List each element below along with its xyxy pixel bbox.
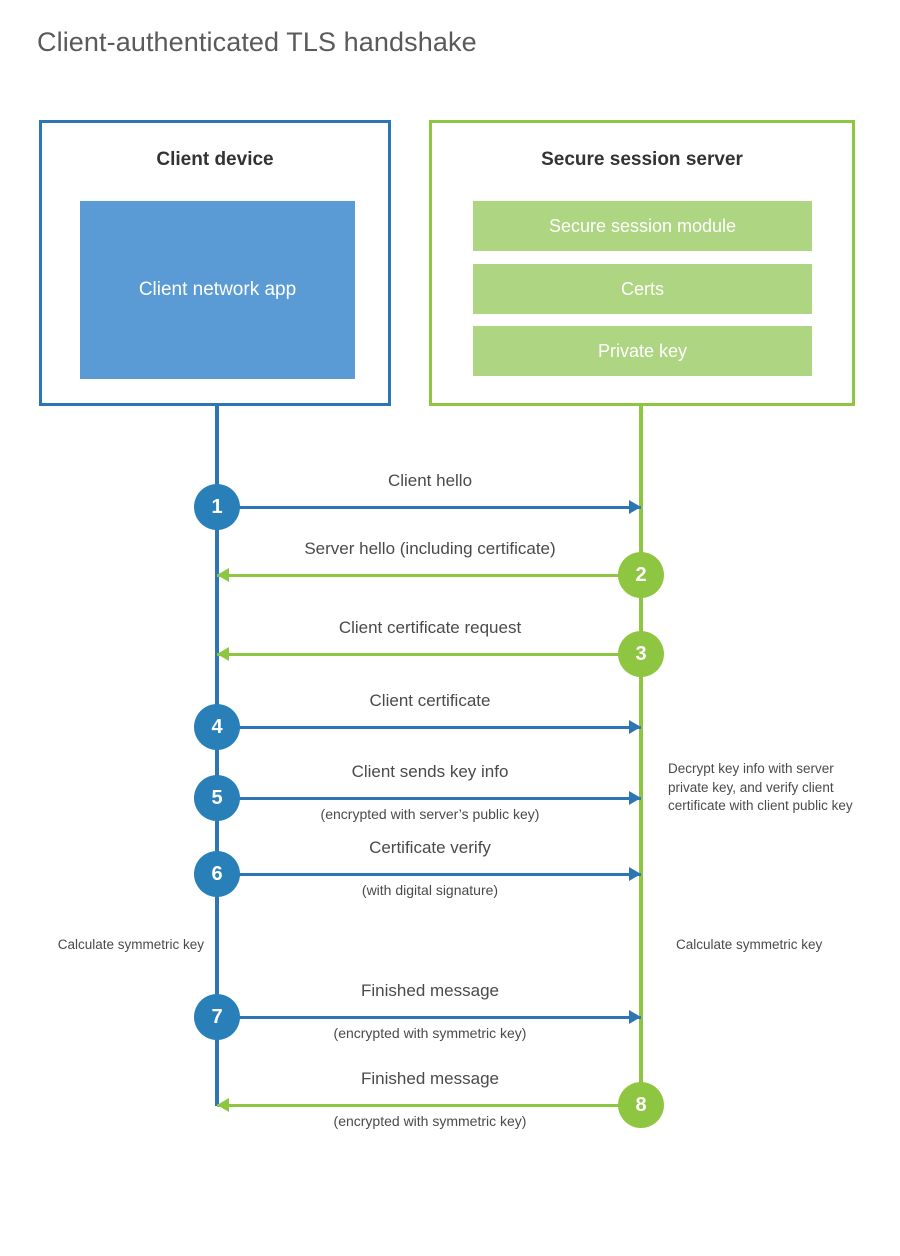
arrow-line xyxy=(217,506,641,509)
arrow-line xyxy=(217,873,641,876)
page-title: Client-authenticated TLS handshake xyxy=(37,27,477,57)
arrow-line xyxy=(217,653,641,656)
step-marker-4[interactable]: 4 xyxy=(194,704,240,750)
server-lifeline xyxy=(639,403,643,1106)
arrow-line xyxy=(217,726,641,729)
arrow-head xyxy=(217,1098,229,1112)
server-component-secure-session-module: Secure session module xyxy=(473,201,812,251)
step-marker-6[interactable]: 6 xyxy=(194,851,240,897)
arrow-head xyxy=(629,1010,641,1024)
client-lifeline xyxy=(215,403,219,1106)
message-label: Finished message xyxy=(361,981,499,1000)
client-network-app-block: Client network app xyxy=(80,201,355,379)
step-marker-8[interactable]: 8 xyxy=(618,1082,664,1128)
arrow-head xyxy=(629,867,641,881)
message-label: Client certificate request xyxy=(338,618,522,637)
arrow-line xyxy=(217,1016,641,1019)
message-label: Client sends key info xyxy=(351,762,509,781)
arrow-head xyxy=(217,647,229,661)
arrow-line xyxy=(217,1104,641,1107)
server-decrypt-note: Decrypt key info with server private key… xyxy=(668,761,853,814)
client-calculate-symmetric-key-note: Calculate symmetric key xyxy=(57,937,204,952)
secure-session-server-title: Secure session server xyxy=(541,149,743,170)
message-label: Client certificate xyxy=(369,691,491,710)
server-component-private-key: Private key xyxy=(473,326,812,376)
message-label: Server hello (including certificate) xyxy=(304,539,556,558)
arrow-head xyxy=(629,791,641,805)
message-label: Certificate verify xyxy=(369,838,491,857)
step-marker-1[interactable]: 1 xyxy=(194,484,240,530)
secure-session-server-box: Secure session server Secure session mod… xyxy=(429,120,855,406)
client-device-box: Client device Client network app xyxy=(39,120,391,406)
arrow-line xyxy=(217,574,641,577)
step-marker-2[interactable]: 2 xyxy=(618,552,664,598)
arrow-line xyxy=(217,797,641,800)
message-sublabel: (encrypted with server’s public key) xyxy=(320,806,540,822)
arrow-head xyxy=(629,500,641,514)
step-marker-3[interactable]: 3 xyxy=(618,631,664,677)
arrow-head xyxy=(629,720,641,734)
message-label: Client hello xyxy=(387,471,473,490)
arrow-head xyxy=(217,568,229,582)
message-label: Finished message xyxy=(361,1069,499,1088)
message-sublabel: (encrypted with symmetric key) xyxy=(333,1113,527,1129)
server-calculate-symmetric-key-note: Calculate symmetric key xyxy=(676,937,823,952)
step-marker-7[interactable]: 7 xyxy=(194,994,240,1040)
client-device-title: Client device xyxy=(156,149,274,170)
server-component-certs: Certs xyxy=(473,264,812,314)
message-sublabel: (encrypted with symmetric key) xyxy=(333,1025,527,1041)
step-marker-5[interactable]: 5 xyxy=(194,775,240,821)
message-sublabel: (with digital signature) xyxy=(361,882,499,898)
